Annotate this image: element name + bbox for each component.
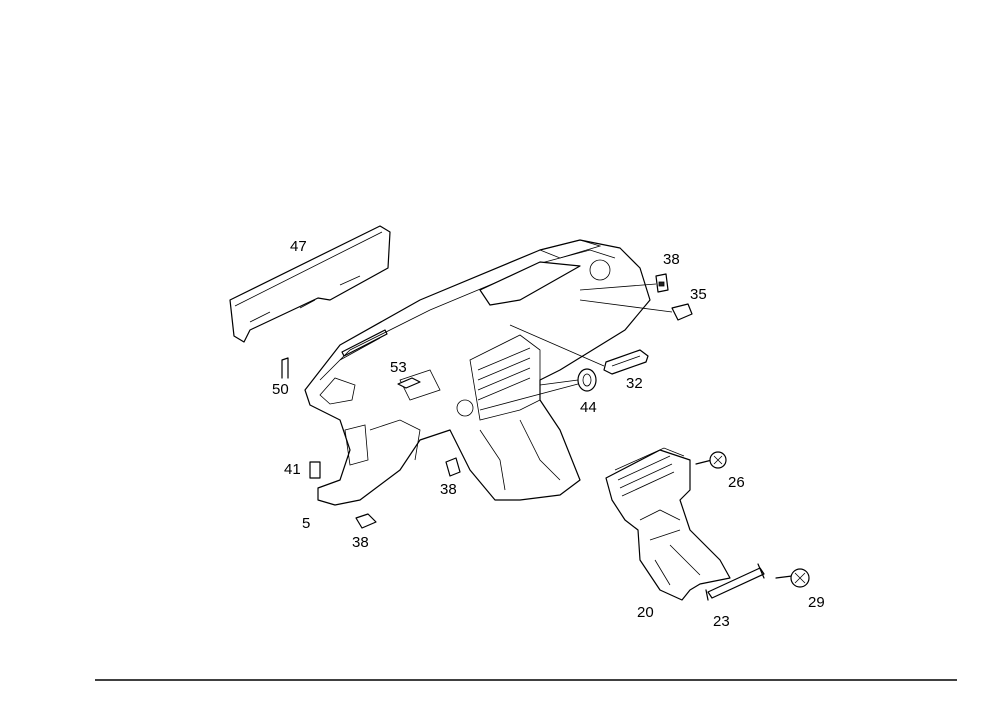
part-38b-clip: [445, 457, 461, 477]
callout-41: 41: [284, 461, 301, 478]
callout-50: 50: [272, 381, 289, 398]
part-26-screw: [695, 451, 727, 469]
leader-lines: [479, 283, 673, 411]
part-5-dashboard: [304, 239, 651, 506]
callout-53: 53: [390, 359, 407, 376]
callout-38a: 38: [663, 251, 680, 268]
part-23-brace: [705, 563, 765, 601]
part-41-clip: [309, 461, 321, 479]
part-29-screw: [775, 568, 810, 588]
part-44-knob: [577, 368, 597, 392]
callout-47: 47: [290, 238, 307, 255]
callout-32: 32: [626, 375, 643, 392]
callout-5: 5: [302, 515, 310, 532]
part-38c-clip: [355, 513, 377, 529]
callout-29: 29: [808, 594, 825, 611]
part-32-vent: [603, 349, 649, 375]
callout-23: 23: [713, 613, 730, 630]
part-35-clip: [671, 303, 693, 321]
part-20-console: [605, 447, 731, 601]
part-50-clip: [281, 357, 289, 379]
part-47-panel: [229, 225, 391, 343]
callout-38c: 38: [352, 534, 369, 551]
callout-20: 20: [637, 604, 654, 621]
part-38a-clip: [655, 273, 669, 293]
callout-38b: 38: [440, 481, 457, 498]
callout-35: 35: [690, 286, 707, 303]
callout-44: 44: [580, 399, 597, 416]
part-53-clip: [397, 377, 421, 389]
callout-26: 26: [728, 474, 745, 491]
